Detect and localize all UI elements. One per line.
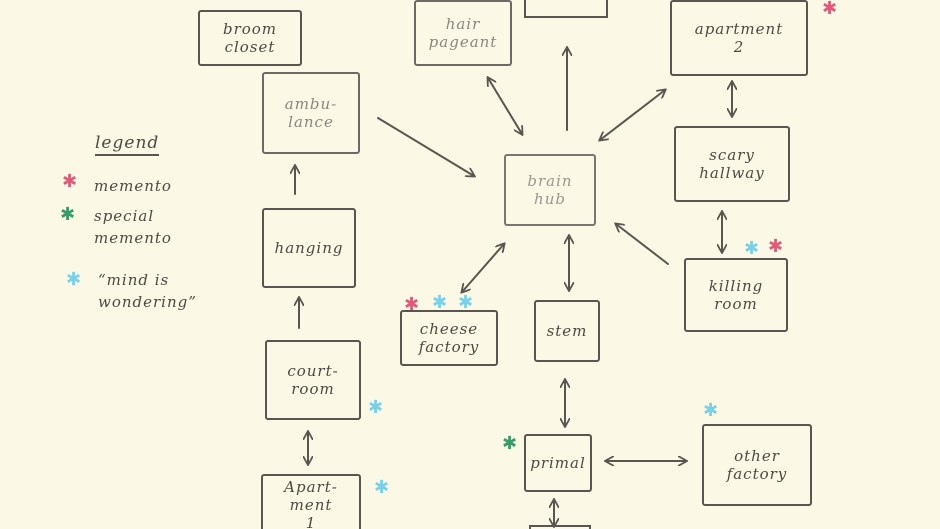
legend-memento-label: memento <box>94 177 172 195</box>
bottom-room-box <box>529 525 591 529</box>
node-brain-hub: brain hub <box>504 154 596 226</box>
node-cheese-factory: cheese factory <box>400 310 498 366</box>
legend-mind-wandering-label: “mind is wondering” <box>98 271 197 311</box>
memento-star-cheese-factory-icon: ✱ <box>404 294 420 315</box>
mind-wandering-star-other-factory-icon: ✱ <box>703 400 719 421</box>
arrow-brain-hub-apartment-2 <box>600 90 665 140</box>
legend-title: legend <box>95 133 160 156</box>
node-other-factory: other factory <box>702 424 812 506</box>
mind-wandering-star-apartment-1-icon: ✱ <box>374 477 390 498</box>
special-memento-star-primal-icon: ✱ <box>502 433 518 454</box>
node-scary-hallway: scary hallway <box>674 126 790 202</box>
mind-wandering-star-cheese-factory-2-icon: ✱ <box>458 292 474 313</box>
top-room-box <box>524 0 608 18</box>
mind-wandering-star-courtroom-icon: ✱ <box>368 397 384 418</box>
memento-star-killing-room-icon: ✱ <box>768 236 784 257</box>
legend-special-memento-label: special memento <box>94 207 172 247</box>
node-courtroom: court- room <box>265 340 361 420</box>
node-hanging: hanging <box>262 208 356 288</box>
node-broom-closet: broom closet <box>198 10 302 66</box>
memento-star-apartment-2-icon: ✱ <box>822 0 838 19</box>
node-hair-pageant: hair pageant <box>414 0 512 66</box>
arrow-hair-pageant-brain-hub <box>488 78 522 134</box>
legend-mind-wandering-star-icon: ✱ <box>66 269 82 290</box>
node-stem: stem <box>534 300 600 362</box>
arrow-ambulance-to-brain-hub <box>377 117 474 176</box>
node-primal: primal <box>524 434 592 492</box>
arrow-brain-hub-cheese-factory <box>462 244 504 292</box>
mind-wandering-star-cheese-factory-1-icon: ✱ <box>432 292 448 313</box>
node-apartment-2: apartment 2 <box>670 0 808 76</box>
legend-memento-star-icon: ✱ <box>62 171 78 192</box>
node-killing-room: killing room <box>684 258 788 332</box>
legend-special-memento-star-icon: ✱ <box>60 204 76 225</box>
node-apartment-1: Apart- ment 1 <box>261 474 361 529</box>
node-ambulance: ambu- lance <box>262 72 360 154</box>
mind-wandering-star-killing-room-icon: ✱ <box>744 238 760 259</box>
arrow-killing-room-to-brain-hub <box>616 224 669 265</box>
